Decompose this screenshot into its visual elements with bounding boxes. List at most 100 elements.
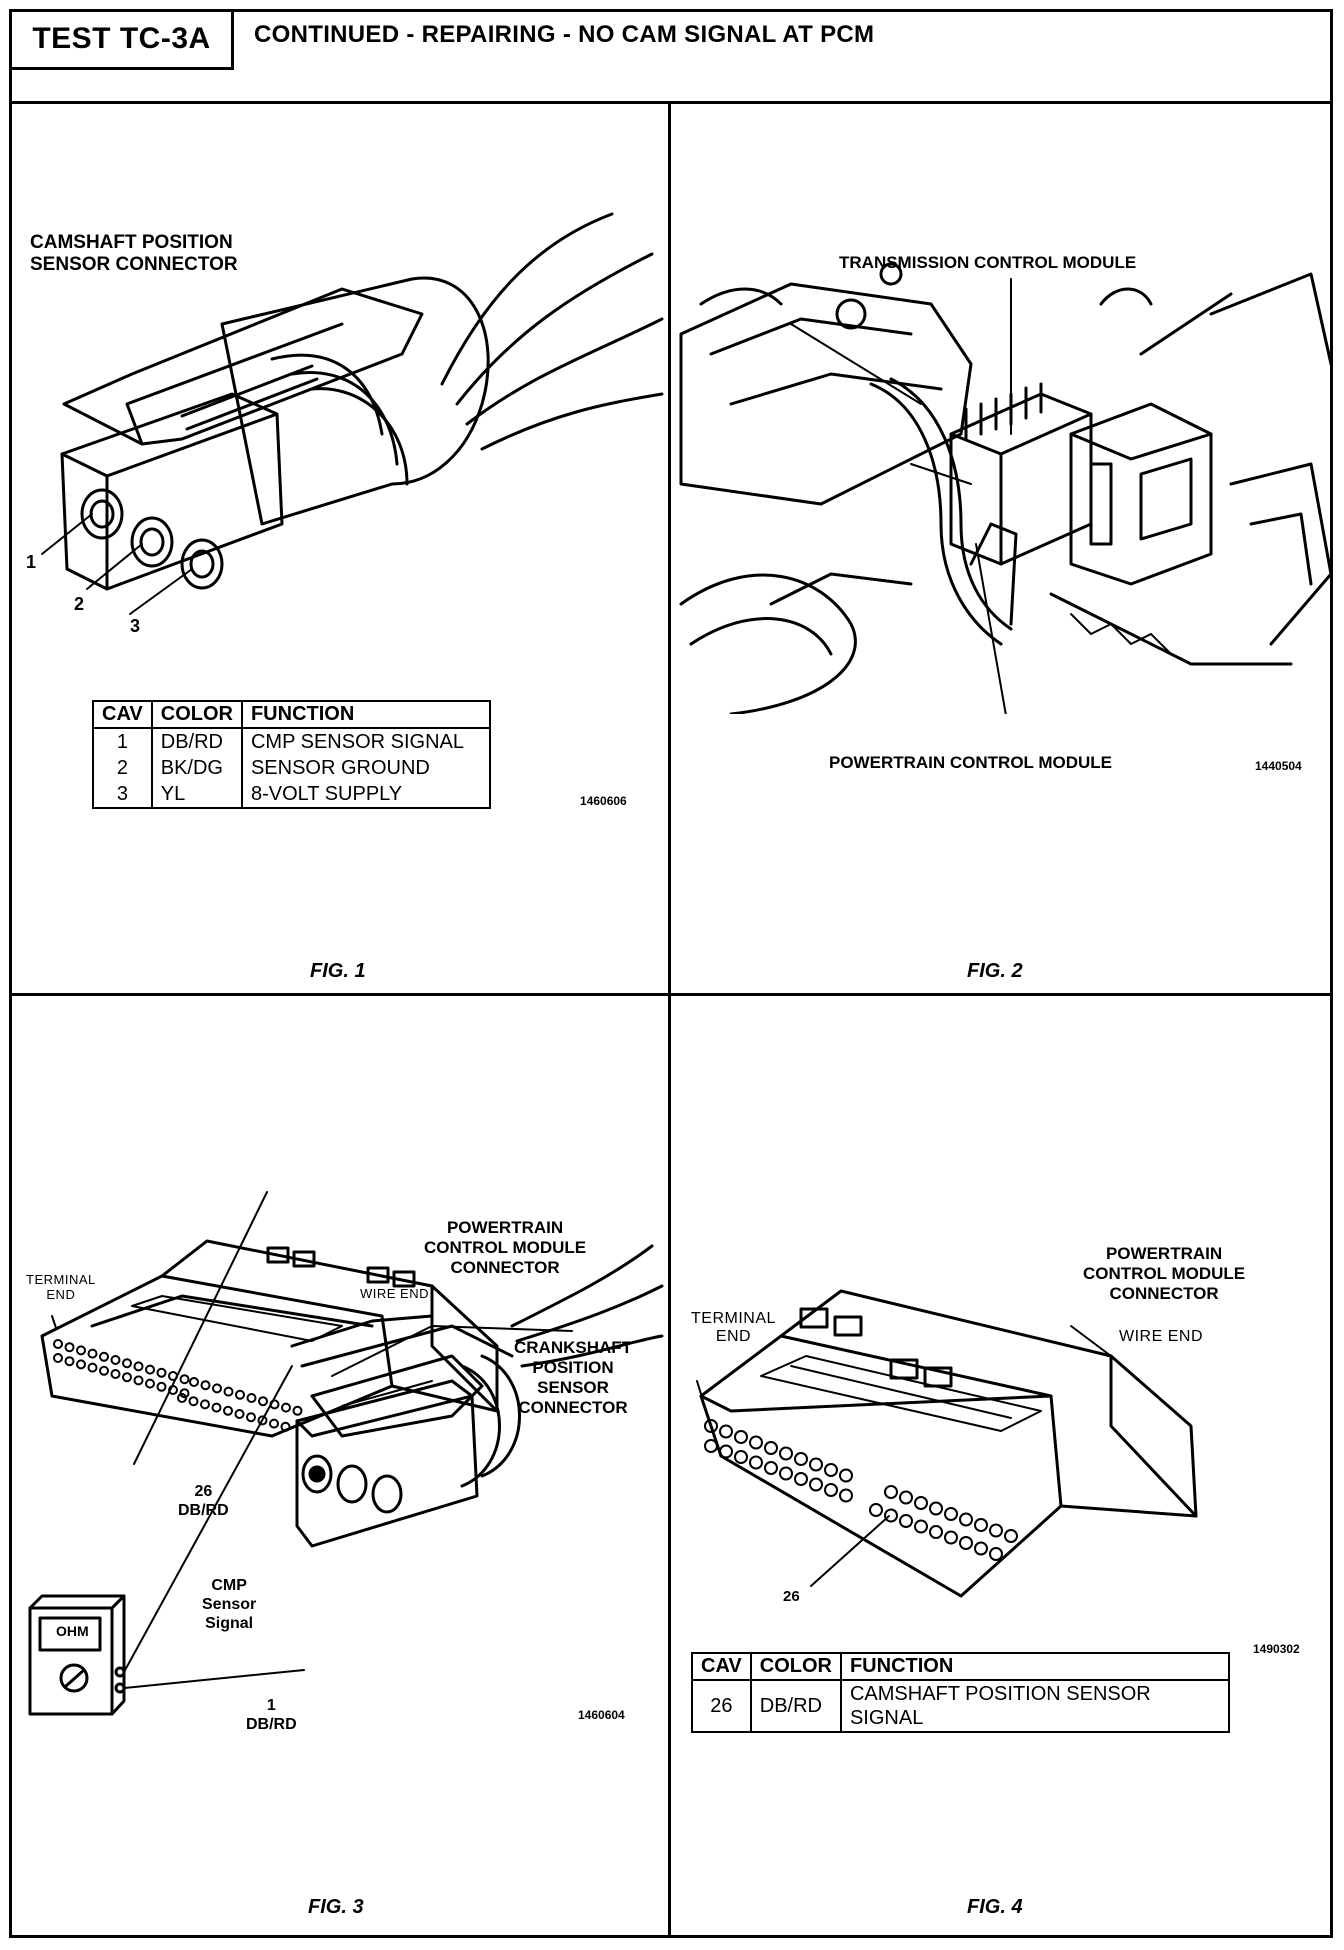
connector-pin [223,1386,234,1397]
fig1-pin-label-2: 2 [74,594,85,614]
fig1-cavity-table: CAV COLOR FUNCTION 1 DB/RD CMP SENSOR SI… [92,700,491,809]
connector-pin [292,1405,303,1416]
table-row: 1 DB/RD CMP SENSOR SIGNAL [92,728,491,755]
connector-pin [235,1389,245,1400]
table-row: 2 BK/DG SENSOR GROUND [92,755,491,781]
connector-pin [53,1339,63,1349]
connector-pin [234,1409,245,1419]
connector-pin [211,1402,222,1413]
connector-pin [989,1547,1003,1561]
connector-pin [974,1541,988,1556]
fig4-col-color: COLOR [749,1652,842,1681]
fig1-col-function: FUNCTION [240,700,491,729]
connector-pin [719,1444,733,1459]
connector-pin [179,1388,190,1399]
connector-pin [959,1512,973,1527]
connector-pin [145,1378,155,1389]
connector-pin [212,1383,222,1394]
connector-pin [749,1455,763,1470]
fig4-panel: POWERTRAIN CONTROL MODULE CONNECTOR TERM… [671,996,1333,1938]
fig3-ckp-label: CRANKSHAFT POSITION SENSOR CONNECTOR [514,1338,633,1417]
connector-pin [76,1345,86,1356]
connector-pin [974,1518,988,1532]
fig3-pcm-pins [53,1339,303,1432]
connector-pin [87,1348,98,1359]
connector-pin [156,1381,167,1392]
fig3-connectors-drawing [40,1191,664,1548]
connector-pin [188,1396,199,1407]
header: TEST TC-3A CONTINUED - REPAIRING - NO CA… [9,9,1333,104]
fig1-caption: FIG. 1 [310,960,366,982]
fig4-col-cav: CAV [691,1652,752,1681]
connector-pin [959,1536,973,1550]
connector-pin [944,1530,958,1545]
fig4-terminal-end: TERMINAL END [691,1310,776,1345]
camshaft-sensor-connector-drawing [41,212,664,615]
fig1-label: CAMSHAFT POSITION SENSOR CONNECTOR [30,232,238,275]
connector-pin [809,1457,823,1472]
connector-pin [749,1435,763,1450]
table-row: 26 DB/RD CAMSHAFT POSITION SENSOR SIGNAL [691,1680,1230,1733]
connector-pin [246,1412,256,1423]
fig3-caption: FIG. 3 [308,1896,364,1918]
connector-pin [899,1514,913,1528]
connector-pin [179,1374,190,1385]
connector-pin [929,1525,943,1539]
panel-divider-vertical [668,102,671,1938]
connector-pin [280,1421,291,1432]
connector-pin [989,1523,1003,1538]
fig4-wire-end: WIRE END [1119,1328,1203,1345]
fig3-terminal-end: TERMINAL END [26,1272,96,1302]
fig1-pin-label-3: 3 [130,616,141,636]
fig4-part-number: 1490302 [1253,1642,1300,1656]
connector-pin [122,1358,132,1369]
fig2-top-label: TRANSMISSION CONTROL MODULE [839,253,1137,272]
table-row: 3 YL 8-VOLT SUPPLY [92,781,491,809]
connector-pin [899,1490,913,1505]
connector-pin [794,1472,808,1486]
fig4-cavity-table: CAV COLOR FUNCTION 26 DB/RD CAMSHAFT POS… [691,1652,1230,1733]
connector-pin [177,1393,187,1403]
connector-pin [133,1375,144,1386]
fig2-panel: TRANSMISSION CONTROL MODULE [671,104,1333,993]
fig4-caption: FIG. 4 [967,1896,1023,1918]
connector-pin [839,1488,853,1503]
connector-pin [929,1501,943,1516]
connector-pin [704,1439,718,1453]
connector-pin [99,1365,109,1376]
connector-pin [839,1468,853,1483]
fig4-pcm-pins [704,1419,1018,1561]
connector-pin [764,1461,778,1475]
connector-pin [99,1351,109,1362]
connector-pin [884,1508,898,1523]
connector-pin [110,1355,121,1365]
connector-pin [824,1483,838,1497]
fig1-panel: CAMSHAFT POSITION SENSOR CONNECTOR [12,104,668,993]
connector-pin [914,1519,928,1534]
fig1-part-number: 1460606 [580,794,627,808]
connector-pin [76,1359,86,1370]
connector-pin [223,1405,233,1416]
fig2-caption: FIG. 2 [967,960,1023,982]
fig3-panel: POWERTRAIN CONTROL MODULE CONNECTOR TERM… [12,996,668,1938]
connector-pin [133,1361,144,1372]
connector-pin [257,1415,268,1426]
connector-pin [914,1496,928,1510]
fig1-pin-label-1: 1 [26,552,37,572]
connector-pin [824,1463,838,1477]
fig3-part-number: 1460604 [578,1708,625,1722]
connector-pin [122,1372,132,1383]
fig4-col-function: FUNCTION [839,1652,1230,1681]
connector-pin [884,1485,898,1499]
fig1-col-cav: CAV [92,700,153,729]
connector-pin [869,1503,883,1517]
fig4-pcm-label: POWERTRAIN CONTROL MODULE CONNECTOR [1083,1244,1246,1303]
test-title: CONTINUED - REPAIRING - NO CAM SIGNAL AT… [254,21,875,48]
connector-pin [269,1418,279,1429]
fig3-pcm-label: POWERTRAIN CONTROL MODULE CONNECTOR [424,1218,587,1277]
fig2-bottom-label: POWERTRAIN CONTROL MODULE [829,753,1113,772]
connector-pin [281,1402,291,1413]
ohmmeter-display: OHM [56,1623,89,1639]
connector-pin [246,1393,257,1403]
fig2-part-number: 1440504 [1255,759,1302,773]
